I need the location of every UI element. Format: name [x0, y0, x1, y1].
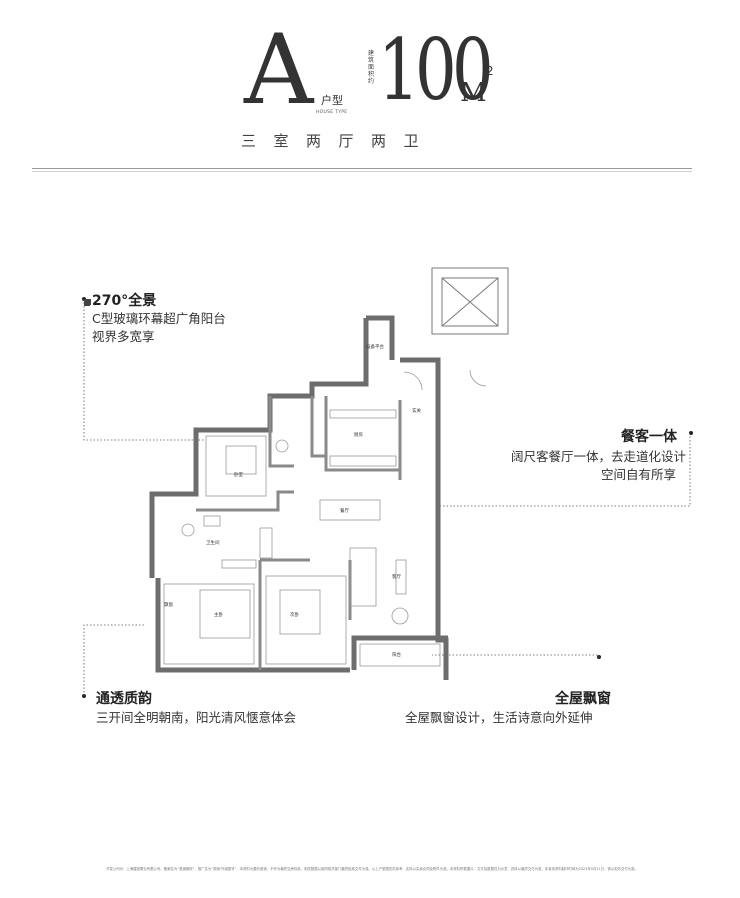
label-dining: 餐厅	[340, 507, 349, 514]
exterior-wall-north-west	[149, 318, 369, 578]
wardrobe	[259, 527, 273, 559]
label-bathroom: 卫生间	[206, 539, 220, 546]
east-wall-upper	[400, 357, 441, 400]
sofa	[349, 547, 377, 607]
label-living: 客厅	[392, 573, 401, 580]
interior-wall	[268, 396, 294, 468]
third-bed	[279, 589, 321, 635]
equipment-wall	[366, 315, 395, 360]
header-divider	[32, 168, 692, 169]
dining-title: 餐客一体	[621, 429, 677, 445]
house-type-en-label: HOUSE TYPE	[316, 110, 348, 115]
balcony-floor	[359, 643, 441, 667]
label-third-bedroom: 次卧	[290, 611, 299, 618]
lighting-line-1: 三开间全明朝南，阳光清风惬意体会	[96, 710, 297, 725]
elevator-car	[441, 277, 499, 327]
exterior-wall-east	[435, 400, 449, 680]
entry-door-swing	[403, 371, 423, 391]
second-desk	[225, 445, 257, 475]
second-bay-window	[205, 435, 267, 497]
label-equipment-platform: 设备平台	[366, 343, 384, 350]
toilet	[181, 523, 195, 537]
callout-dot	[689, 431, 693, 435]
floor-plan: 设备平台 玄关 厨房 餐厅 客厅 阳台 卧室 主卧 次卧 卫生间 飘窗	[149, 267, 509, 680]
balcony-wall	[351, 635, 448, 670]
washbasin	[203, 515, 221, 527]
master-bay-window	[163, 583, 255, 665]
callout-dot	[597, 655, 601, 659]
armchair	[391, 607, 409, 625]
bay-window-line-1: 全屋飘窗设计，生活诗意向外延伸	[405, 710, 593, 725]
header-divider-secondary	[32, 171, 692, 172]
kitchen-counter	[329, 455, 397, 467]
area-label: 建筑面积约	[368, 50, 375, 85]
layout-subtitle: 三室两厅两卫	[241, 132, 437, 150]
tv-unit	[395, 559, 407, 595]
elevator-shaft	[431, 267, 509, 335]
bay-window-title: 全屋飘窗	[555, 691, 611, 707]
dining-table	[319, 499, 381, 521]
callout-connector	[84, 299, 90, 305]
lighting-title: 通透质韵	[96, 691, 152, 707]
dining-line-2: 空间自有所享	[601, 467, 677, 482]
interior-wall	[196, 490, 294, 512]
area-value: 100	[378, 21, 494, 119]
exterior-wall-south	[155, 578, 350, 673]
label-bay-window: 飘窗	[164, 601, 173, 608]
area-unit: M	[460, 78, 487, 108]
callout-dot	[82, 694, 86, 698]
toilet	[275, 439, 289, 453]
master-bed	[199, 589, 251, 639]
third-bay-window	[265, 575, 347, 665]
label-balcony: 阳台	[392, 651, 401, 658]
kitchen-wall	[324, 396, 400, 472]
label-master-bedroom: 主卧	[214, 611, 223, 618]
label-second-bedroom: 卧室	[234, 471, 243, 478]
house-type-label: 户型	[321, 94, 343, 107]
door-swing	[469, 369, 487, 387]
kitchen-counter	[329, 409, 397, 419]
label-kitchen: 厨房	[354, 431, 363, 438]
area-unit-superscript: 2	[486, 64, 494, 78]
footer-disclaimer: 开发公司为：上海建投置业有限公司。备案名为“观澜御府”，推广名为“观澜·外滩壹号…	[106, 867, 638, 871]
interior-wall	[310, 396, 326, 458]
header: A 户型 HOUSE TYPE 建筑面积约 100 M 2 三室两厅两卫	[0, 0, 740, 180]
wardrobe	[221, 559, 257, 569]
dining-line-1: 阔尺客餐厅一体，去走道化设计	[511, 449, 687, 464]
label-entrance: 玄关	[412, 407, 421, 414]
house-type-letter: A	[244, 14, 313, 126]
